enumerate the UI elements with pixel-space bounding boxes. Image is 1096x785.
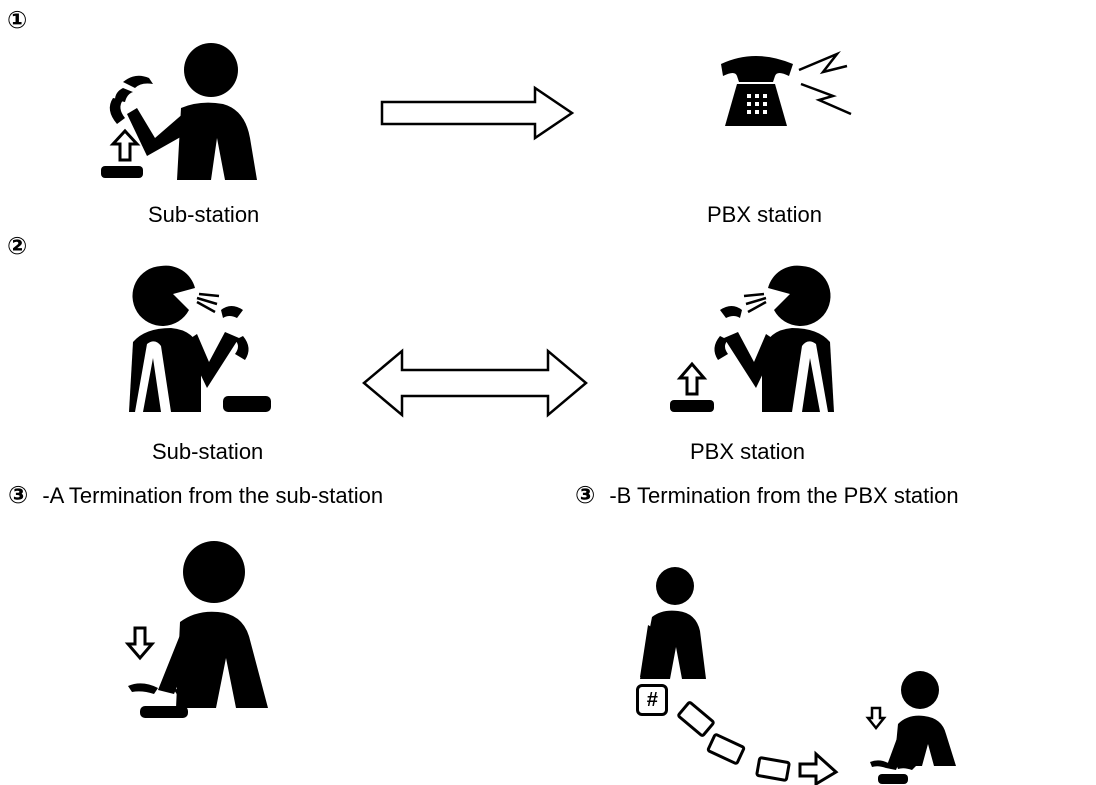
termination-a-heading: ③ -A Termination from the sub-station	[8, 483, 383, 507]
step-1-right-label: PBX station	[707, 202, 822, 227]
person-hanging-up-icon	[124, 541, 268, 718]
hash-key-label: #	[646, 689, 658, 711]
termination-b-text: -B Termination from the PBX station	[609, 483, 959, 508]
small-person-hanging-up-icon	[865, 671, 956, 784]
hash-key-button: #	[636, 684, 668, 716]
step-2-left-label: Sub-station	[152, 439, 264, 464]
double-arrow-icon	[362, 348, 588, 418]
step-2-number: ②	[7, 232, 28, 260]
termination-b-number: ③	[575, 481, 596, 509]
termination-a-number: ③	[8, 481, 29, 509]
termination-b-heading: ③ -B Termination from the PBX station	[575, 483, 959, 507]
ringing-telephone-icon	[721, 50, 852, 126]
termination-a-text: -A Termination from the sub-station	[42, 483, 384, 508]
step-2-right-label: PBX station	[690, 439, 805, 464]
person-talking-icon	[129, 265, 271, 412]
right-arrow-icon	[380, 85, 575, 141]
person-lifting-handset-icon	[101, 43, 257, 180]
person-pressing-hash-icon	[640, 567, 706, 679]
step-1-number: ①	[7, 6, 28, 34]
step-1-left-label: Sub-station	[148, 202, 260, 227]
person-talking-lifting-icon	[670, 265, 834, 412]
dial-sequence-icon	[677, 701, 839, 785]
